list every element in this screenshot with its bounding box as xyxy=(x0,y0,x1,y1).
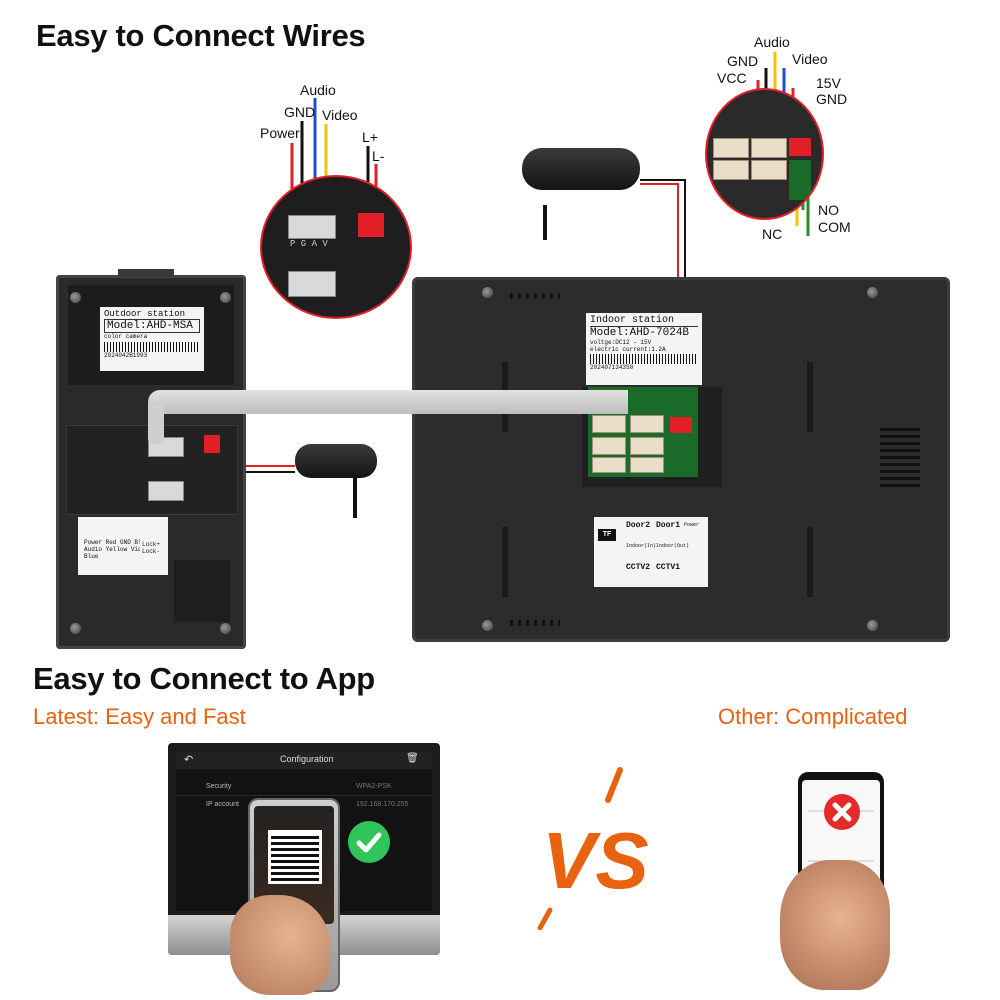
label-lock-plus: L+ xyxy=(362,129,378,145)
connecting-cable xyxy=(148,390,628,414)
label-nc: NC xyxy=(762,226,783,242)
back-arrow-icon[interactable]: ↶ xyxy=(184,754,194,766)
qr-code-icon xyxy=(268,830,322,884)
label-indoor-gnd: GND xyxy=(727,53,759,69)
label-indoor-gnd2: GND xyxy=(816,91,848,107)
indoor-station-back: Indoor station Model:AHD-7024B voltge:DC… xyxy=(412,277,950,642)
row-security-label: Security xyxy=(206,783,232,790)
label-indoor-video: Video xyxy=(792,51,828,67)
indoor-power-terminal xyxy=(670,417,692,433)
indoor-station-label: Indoor station Model:AHD-7024B voltge:DC… xyxy=(586,313,702,385)
label-video: Video xyxy=(322,107,358,123)
outdoor-spare-terminal xyxy=(148,481,184,501)
power-adapter-indoor xyxy=(522,148,640,190)
vs-graphic: VS xyxy=(537,767,649,930)
indoor-terminal-callout xyxy=(705,88,824,220)
label-indoor-audio: Audio xyxy=(754,34,790,50)
row-security-value: WPA2-PSK xyxy=(356,783,392,790)
outdoor-station-back: Outdoor station Model:AHD-MSA color came… xyxy=(56,269,246,649)
power-adapter-outdoor xyxy=(295,444,377,478)
outdoor-terminal-callout: P G A V xyxy=(260,175,412,319)
row-ip-value: 192.168.170.255 xyxy=(356,801,409,808)
label-audio: Audio xyxy=(300,82,336,98)
trash-icon[interactable]: 🗑 xyxy=(406,753,419,764)
outdoor-lock-terminal xyxy=(204,435,220,453)
hand-left xyxy=(230,895,330,995)
subheading-other: Other: Complicated xyxy=(718,704,908,729)
hand-right xyxy=(780,860,890,990)
label-lock-minus: L- xyxy=(372,148,385,164)
label-power: Power xyxy=(260,125,300,141)
heading-connect-wires: Easy to Connect Wires xyxy=(36,18,366,53)
indoor-port-sticker: Door2 Door1 Power Indoor(In) Indoor(Out)… xyxy=(594,517,708,587)
vs-text: VS xyxy=(542,816,649,905)
label-vcc: VCC xyxy=(717,70,747,86)
label-com: COM xyxy=(818,219,851,235)
subheading-latest: Latest: Easy and Fast xyxy=(33,704,246,729)
heading-connect-app: Easy to Connect to App xyxy=(33,661,375,696)
check-icon xyxy=(348,821,390,863)
label-15v: 15V xyxy=(816,75,841,91)
label-no: NO xyxy=(818,202,839,218)
outdoor-station-label: Outdoor station Model:AHD-MSA color came… xyxy=(100,307,204,371)
cross-icon xyxy=(824,794,860,830)
label-gnd: GND xyxy=(284,104,316,120)
screen-title: Configuration xyxy=(280,754,334,764)
row-ip-label: IP account xyxy=(206,801,239,808)
